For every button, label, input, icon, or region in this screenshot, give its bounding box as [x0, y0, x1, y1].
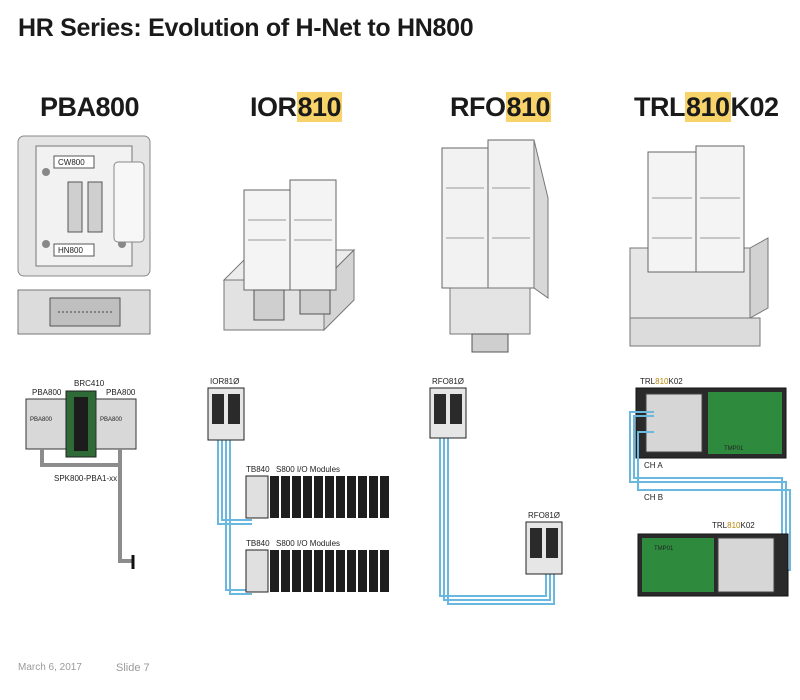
trl-top-prefix: TRL	[640, 377, 656, 386]
heading-trl-highlight: 810	[684, 92, 731, 122]
heading-rfo810-highlight: 810	[505, 92, 552, 122]
rfo-top-label: RFO81Ø	[432, 377, 464, 386]
footer-date: March 6, 2017	[18, 662, 82, 673]
heading-pba800: PBA800	[40, 92, 140, 123]
heading-ior810-highlight: 810	[296, 92, 343, 122]
heading-ior810-prefix: IOR	[250, 92, 297, 122]
slide-title: HR Series: Evolution of H-Net to HN800	[18, 14, 474, 42]
trl-top-suffix: K02	[668, 377, 683, 386]
heading-pba800-text: PBA800	[40, 92, 140, 122]
trl810k02-diagram: TRL810K02 TMP01 CH A CH B TRL810K02 TMP0…	[629, 377, 791, 597]
footer-slide-number: Slide 7	[116, 662, 150, 674]
s800-label-2: S800 I/O Modules	[276, 539, 340, 548]
rfo-bottom-label: RFO81Ø	[528, 511, 560, 520]
trl-top-label: TRL810K02	[640, 377, 683, 386]
brc410-label: BRC410	[74, 379, 105, 388]
heading-trl810k02: TRL810K02	[634, 92, 779, 123]
rfo810-diagram: RFO81Ø RFO81Ø	[429, 377, 563, 605]
pba-photo-label-top: CW800	[58, 158, 85, 167]
tb840-label-1: TB840	[246, 465, 270, 474]
s800-label-1: S800 I/O Modules	[276, 465, 340, 474]
spk800-cable-label: SPK800-PBA1-xx	[54, 474, 117, 483]
pba800-photo: CW800 HN800	[17, 135, 151, 335]
trl810k02-photo	[629, 145, 769, 347]
heading-rfo810: RFO810	[450, 92, 552, 123]
pba-left-label: PBA800	[32, 388, 62, 397]
heading-trl-prefix: TRL	[634, 92, 685, 122]
ior810-photo	[222, 179, 356, 332]
trl-bottom-highlight: 810	[727, 521, 741, 530]
pba-right-face: PBA800	[100, 417, 123, 423]
pba-photo-label-bottom: HN800	[58, 246, 83, 255]
ior-label: IOR81Ø	[210, 377, 239, 386]
trl-bottom-prefix: TRL	[712, 521, 728, 530]
heading-rfo810-prefix: RFO	[450, 92, 506, 122]
tmp01-bottom-label: TMP01	[654, 546, 674, 552]
cha-label: CH A	[644, 461, 663, 470]
trl-bottom-label: TRL810K02	[712, 521, 755, 530]
ior810-diagram: IOR81Ø TB840 S800 I/O Modules TB840 S800…	[207, 377, 389, 595]
pba800-diagram: PBA800 BRC410 PBA800 PBA800 PBA800 SPK80…	[25, 379, 137, 569]
pba-left-face: PBA800	[30, 417, 53, 423]
tmp01-top-label: TMP01	[724, 446, 744, 452]
rfo810-photo	[441, 139, 549, 353]
heading-ior810: IOR810	[250, 92, 343, 123]
heading-trl-suffix: K02	[730, 92, 780, 122]
pba-right-label: PBA800	[106, 388, 136, 397]
tb840-label-2: TB840	[246, 539, 270, 548]
trl-bottom-suffix: K02	[740, 521, 755, 530]
trl-top-highlight: 810	[655, 377, 669, 386]
chb-label: CH B	[644, 493, 663, 502]
